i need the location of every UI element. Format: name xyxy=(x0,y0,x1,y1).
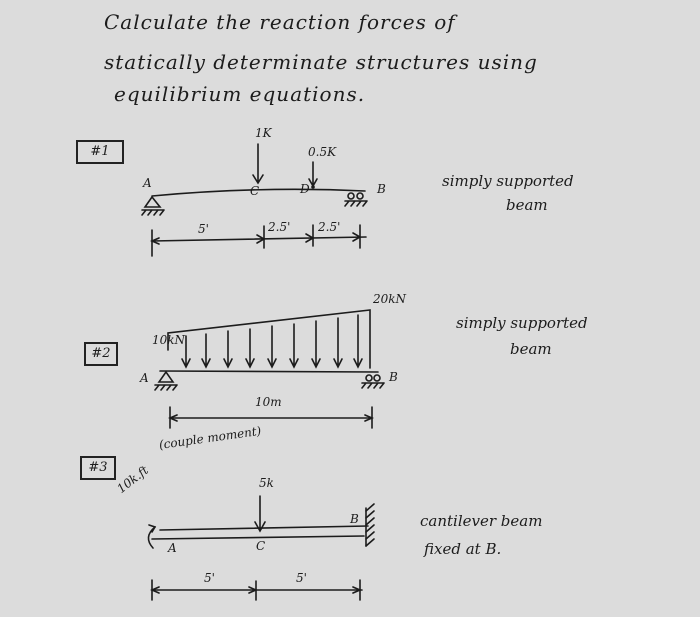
point-label-c-1: C xyxy=(250,184,260,198)
load-label-c-1: 1K xyxy=(255,126,272,140)
problem-3-number: #3 xyxy=(80,456,116,480)
pin-support-a-2 xyxy=(154,370,178,391)
dimension-label-ac-3: 5' xyxy=(204,571,215,585)
dimension-label-ac-1: 5' xyxy=(198,222,209,236)
dimension-label-cb-3: 5' xyxy=(296,571,307,585)
distributed-load-arrows-2 xyxy=(181,314,363,369)
point-label-b-1: B xyxy=(377,182,386,196)
distributed-load-2 xyxy=(167,309,371,369)
point-label-c-3: C xyxy=(256,539,266,553)
beam-1 xyxy=(151,188,366,197)
pin-support-a-1 xyxy=(141,195,165,216)
load-label-c-3: 5k xyxy=(259,476,274,490)
problem-3-diagram xyxy=(147,495,375,601)
roller-support-b-2 xyxy=(361,374,385,389)
problem-1-note-line-2: beam xyxy=(506,196,548,214)
problem-2-diagram xyxy=(154,309,385,429)
beam-2 xyxy=(159,370,379,373)
load-arrow-c-1 xyxy=(252,143,264,185)
point-label-a-2: A xyxy=(140,371,149,385)
problem-2-number: #2 xyxy=(84,342,118,366)
problem-2-note-line-1: simply supported xyxy=(456,314,588,332)
dimension-line-2 xyxy=(169,406,373,429)
header-line-3: equilibrium equations. xyxy=(114,82,366,106)
point-label-a-3: A xyxy=(168,541,177,555)
load-arrow-d-1 xyxy=(308,161,318,188)
load-arrow-c-3 xyxy=(254,495,266,533)
dimension-label-db-1: 2.5' xyxy=(318,220,341,234)
problem-3-note-line-2: fixed at B. xyxy=(424,540,502,558)
roller-support-b-1 xyxy=(344,192,368,207)
problem-1-diagram xyxy=(141,143,368,257)
dimension-label-cd-1: 2.5' xyxy=(268,220,291,234)
point-label-a-1: A xyxy=(143,176,152,190)
beam-3 xyxy=(151,535,365,540)
point-label-b-2: B xyxy=(389,370,398,384)
problem-1-note-line-1: simply supported xyxy=(442,172,574,190)
header-line-1: Calculate the reaction forces of xyxy=(104,10,456,34)
load-label-d-1: 0.5K xyxy=(308,145,337,159)
point-label-b-3: B xyxy=(350,512,359,526)
load-label-right-2: 20kN xyxy=(373,292,407,306)
problem-1-number: #1 xyxy=(76,140,124,164)
load-label-left-2: 10kN xyxy=(152,333,186,347)
header-line-2: statically determinate structures using xyxy=(104,50,538,74)
problem-3-note-line-1: cantilever beam xyxy=(420,512,543,530)
problem-2-note-line-2: beam xyxy=(510,340,552,358)
point-label-d-1: D xyxy=(300,182,310,196)
dimension-line-1 xyxy=(151,236,367,242)
dimension-label-ab-2: 10m xyxy=(255,395,282,409)
fixed-support-b-3 xyxy=(365,503,375,547)
